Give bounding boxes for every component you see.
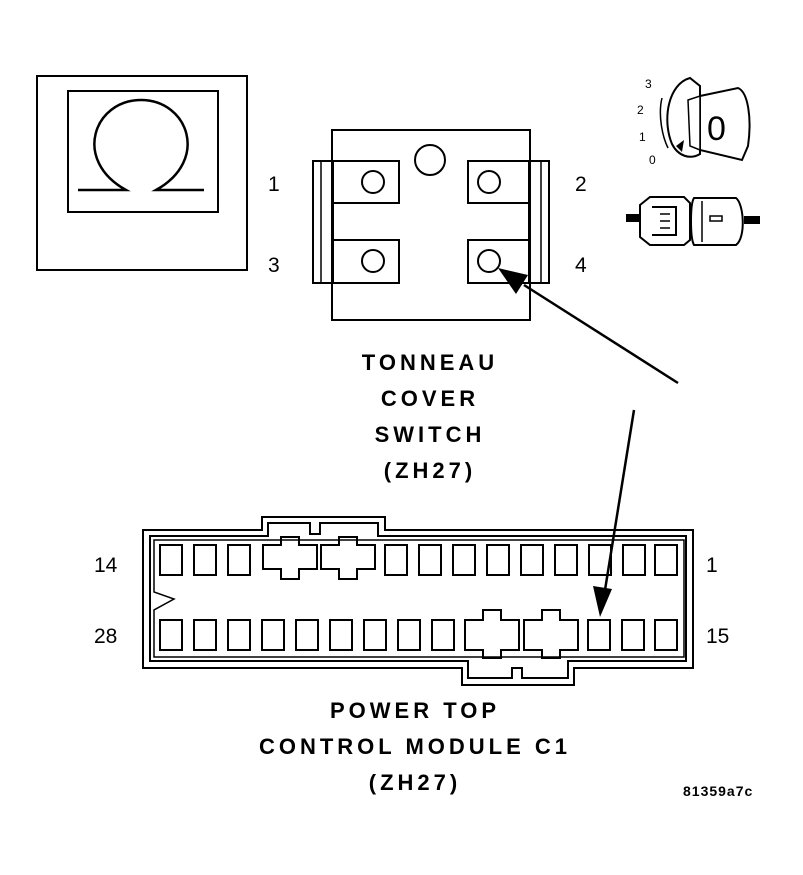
switch-caption-line-2: COVER (380, 386, 480, 411)
module-pin-row-bottom (159, 609, 678, 659)
module-cavity-bottom (431, 619, 455, 651)
omega-symbol-box (36, 75, 248, 271)
key-glyph: 0 (707, 110, 726, 148)
key-circle (414, 144, 446, 176)
module-cavity-bottom (363, 619, 387, 651)
switch-pin-label-2: 2 (575, 173, 587, 196)
module-cavity-top (193, 544, 217, 576)
key-position-1: 1 (639, 130, 646, 144)
module-cavity-bottom (621, 619, 645, 651)
module-cavity-top (159, 544, 183, 576)
ignition-key-icon: 3 2 1 0 0 (637, 76, 751, 167)
module-cavity-top (520, 544, 544, 576)
module-cavity-bottom (587, 619, 611, 651)
switch-caption-line-4: (ZH27) (383, 458, 477, 483)
module-caption-line-1: POWER TOP (329, 698, 501, 723)
plug-icon (626, 196, 760, 246)
switch-terminal-1 (332, 160, 400, 204)
module-cavity-bottom (227, 619, 251, 651)
arrow-to-switch-pin-4 (498, 268, 679, 385)
module-pin-label-14: 14 (94, 554, 118, 577)
module-cavity-top (418, 544, 442, 576)
module-caption: POWER TOP CONTROL MODULE C1 (ZH27) (230, 693, 600, 801)
module-cavity-bottom (261, 619, 285, 651)
module-cavity-top (452, 544, 476, 576)
omega-symbol-icon (78, 98, 204, 192)
switch-caption-line-1: TONNEAU (361, 350, 499, 375)
module-cavity-bottom (329, 619, 353, 651)
switch-pin-label-1: 1 (268, 173, 280, 196)
module-connector: 14 1 28 15 (94, 516, 729, 686)
key-position-3: 3 (645, 77, 652, 91)
switch-pin-label-4: 4 (575, 254, 587, 277)
switch-connector: 1 2 3 4 (268, 129, 587, 321)
module-cavity-bottom (397, 619, 421, 651)
switch-caption: TONNEAU COVER SWITCH (ZH27) (300, 345, 560, 489)
switch-pin-label-3: 3 (268, 254, 280, 277)
module-cavity-top-wide (262, 536, 318, 580)
key-position-0: 0 (649, 153, 656, 167)
module-cavity-bottom-wide (464, 609, 520, 659)
key-position-2: 2 (637, 103, 644, 117)
arrow-to-module-pin (593, 409, 636, 617)
module-pin-label-28: 28 (94, 625, 117, 648)
module-cavity-top (384, 544, 408, 576)
switch-terminal-3 (332, 239, 400, 284)
module-cavity-top (227, 544, 251, 576)
module-cavity-top (486, 544, 510, 576)
module-cavity-bottom (654, 619, 678, 651)
module-cavity-bottom-wide (523, 609, 579, 659)
module-cavity-bottom (295, 619, 319, 651)
module-caption-line-2: CONTROL MODULE C1 (258, 734, 572, 759)
module-pin-row-top (159, 536, 678, 580)
module-cavity-top (622, 544, 646, 576)
module-pin-label-15: 15 (706, 625, 729, 648)
module-pin-label-1: 1 (706, 554, 718, 577)
module-cavity-top (554, 544, 578, 576)
module-cavity-bottom (159, 619, 183, 651)
switch-caption-line-3: SWITCH (374, 422, 486, 447)
switch-terminal-2 (467, 160, 530, 204)
module-cavity-top-wide (320, 536, 376, 580)
figure-id: 81359a7c (683, 783, 754, 799)
module-caption-line-3: (ZH27) (368, 770, 462, 795)
module-cavity-bottom (193, 619, 217, 651)
switch-terminal-4 (467, 239, 530, 284)
module-cavity-top (654, 544, 678, 576)
